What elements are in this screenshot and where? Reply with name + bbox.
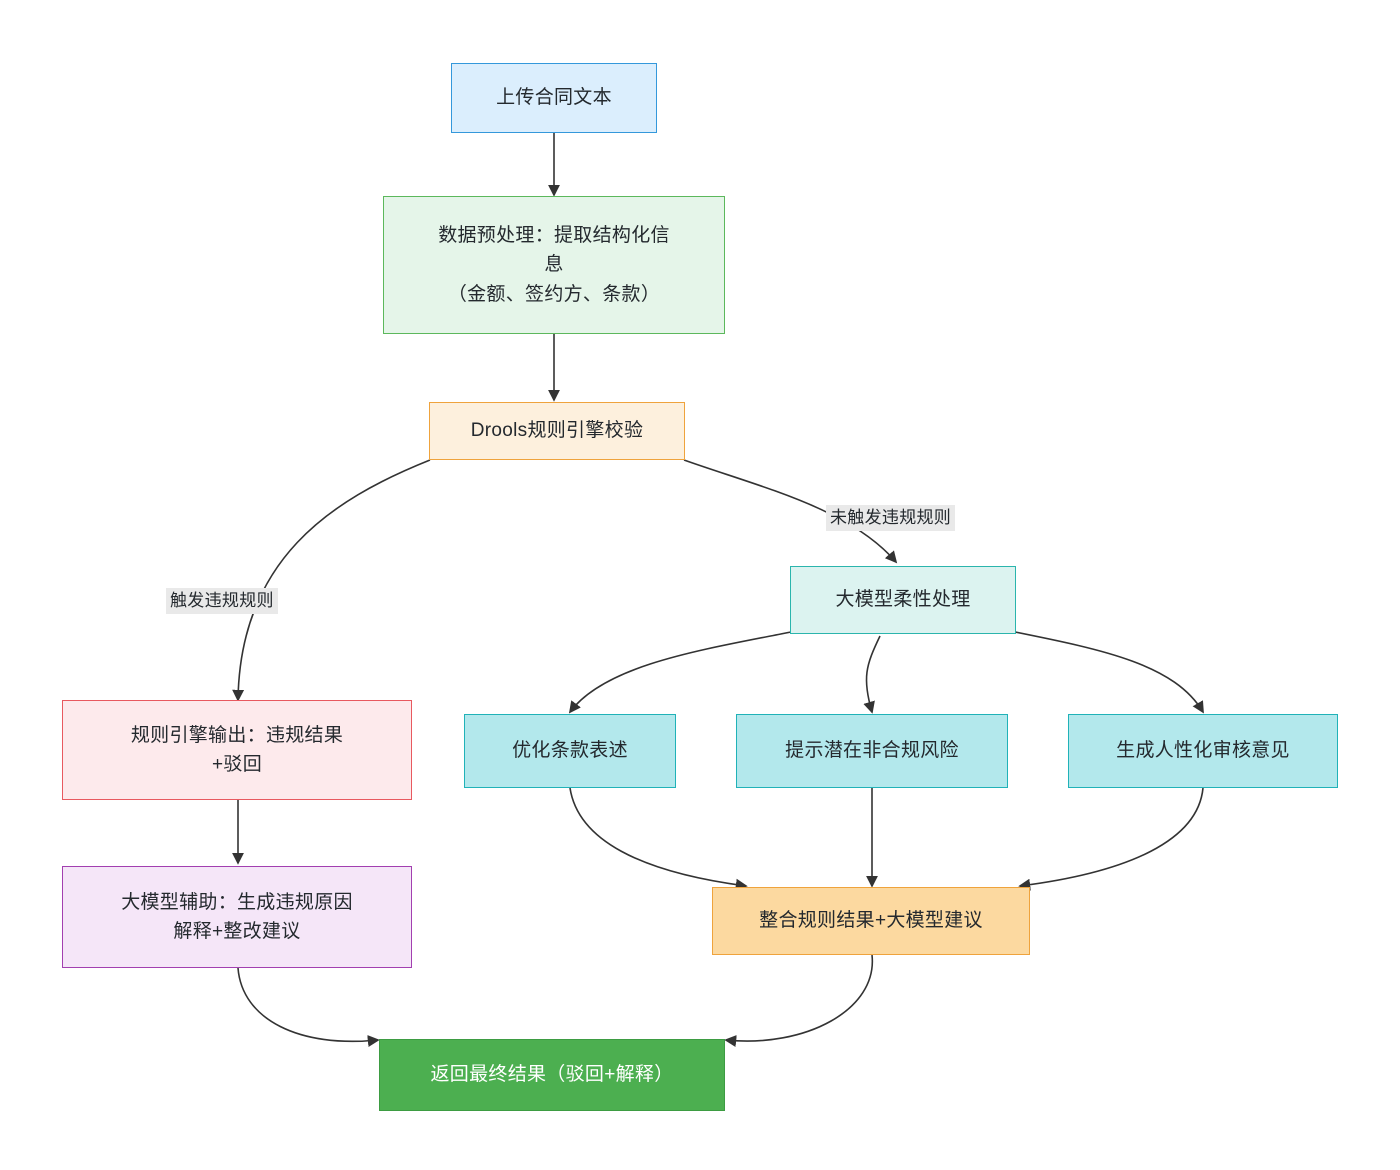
node-merge-label: 整合规则结果+大模型建议 — [759, 910, 983, 932]
edge-llm-soft-to-optimize — [568, 631, 792, 714]
node-preprocess-label: 数据预处理：提取结构化信 息 （金额、签约方、条款） — [438, 224, 670, 305]
node-llm-assist-label: 大模型辅助：生成违规原因 解释+整改建议 — [121, 891, 353, 942]
node-human-opinion-label: 生成人性化审核意见 — [1116, 740, 1290, 762]
node-drools[interactable]: Drools规则引擎校验 — [429, 402, 685, 460]
node-llm-assist[interactable]: 大模型辅助：生成违规原因 解释+整改建议 — [62, 866, 412, 968]
edge-llm-assist-to-final — [237, 967, 380, 1048]
edge-label-violation-triggered: 触发违规规则 — [166, 588, 278, 615]
edge-drools-to-rule-output — [232, 459, 431, 702]
edge-optimize-to-merge — [569, 787, 748, 891]
edge-label-violation-not-triggered-text: 未触发违规规则 — [830, 508, 952, 527]
node-upload[interactable]: 上传合同文本 — [451, 63, 657, 133]
edge-human-to-merge — [1018, 787, 1204, 891]
edge-label-violation-triggered-text: 触发违规规则 — [170, 591, 274, 610]
node-optimize-clause-label: 优化条款表述 — [512, 740, 628, 762]
node-llm-soft-label: 大模型柔性处理 — [835, 589, 971, 611]
edge-llm-soft-to-human — [1014, 631, 1204, 714]
node-human-opinion[interactable]: 生成人性化审核意见 — [1068, 714, 1338, 788]
edge-merge-to-final — [724, 954, 873, 1047]
node-risk-hint[interactable]: 提示潜在非合规风险 — [736, 714, 1008, 788]
node-preprocess[interactable]: 数据预处理：提取结构化信 息 （金额、签约方、条款） — [383, 196, 725, 334]
node-upload-label: 上传合同文本 — [496, 87, 612, 109]
node-risk-hint-label: 提示潜在非合规风险 — [785, 740, 959, 762]
node-rule-output-label: 规则引擎输出：违规结果 +驳回 — [130, 724, 344, 775]
node-optimize-clause[interactable]: 优化条款表述 — [464, 714, 676, 788]
node-final-label: 返回最终结果（驳回+解释） — [430, 1064, 674, 1086]
node-final[interactable]: 返回最终结果（驳回+解释） — [379, 1039, 725, 1111]
edge-label-violation-not-triggered: 未触发违规规则 — [826, 505, 956, 532]
edge-llm-soft-to-risk — [863, 635, 881, 714]
node-drools-label: Drools规则引擎校验 — [470, 420, 644, 442]
node-llm-soft[interactable]: 大模型柔性处理 — [790, 566, 1016, 634]
node-rule-output[interactable]: 规则引擎输出：违规结果 +驳回 — [62, 700, 412, 800]
node-merge[interactable]: 整合规则结果+大模型建议 — [712, 887, 1030, 955]
